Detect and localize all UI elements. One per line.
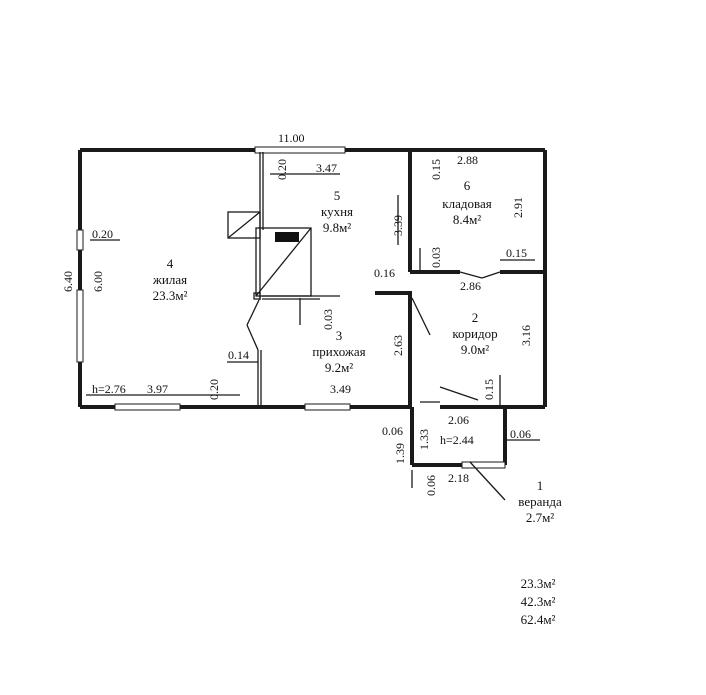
dim-bottom-living: 3.97	[147, 382, 168, 396]
dim-kitchen-width: 3.47	[316, 161, 337, 175]
room-hall-area: 9.2м²	[325, 360, 353, 375]
room-living-area: 23.3м²	[153, 288, 188, 303]
dim-overall-length: 11.00	[278, 131, 305, 145]
total-living-area: 23.3м²	[521, 576, 556, 591]
room-storage-number: 6	[464, 178, 471, 193]
dim-veranda-inner-height: 1.33	[417, 429, 431, 450]
dim-partition-016: 0.16	[374, 266, 395, 280]
room-hall-name: прихожая	[312, 344, 365, 359]
dimension-lines	[86, 173, 540, 488]
dim-bottom-wall: 0.20	[207, 379, 221, 400]
dimension-texts: 11.00 3.47 0.20 3.39 0.15 2.88 2.91 0.03…	[61, 131, 533, 496]
dim-hall-height: 2.63	[391, 335, 405, 356]
room-kitchen-name: кухня	[321, 204, 353, 219]
room-corridor-area: 9.0м²	[461, 342, 489, 357]
total-useful-area: 42.3м²	[521, 594, 556, 609]
stove	[227, 211, 312, 300]
exterior-walls	[78, 148, 547, 467]
room-storage-name: кладовая	[442, 196, 491, 211]
dim-height-veranda: h=2.44	[440, 433, 474, 447]
windows	[76, 146, 506, 469]
dim-veranda-wall-right: 0.06	[510, 427, 531, 441]
dim-corridor-wall: 0.15	[482, 379, 496, 400]
dim-bottom-hall: 3.49	[330, 382, 351, 396]
dim-left-outer: 6.40	[61, 271, 75, 292]
dim-storage-wall-left: 0.03	[429, 247, 443, 268]
room-hall-number: 3	[336, 328, 343, 343]
dim-kitchen-height: 3.39	[391, 215, 405, 236]
dim-veranda-width-top: 2.06	[448, 413, 469, 427]
dim-kitchen-wall-top: 0.20	[275, 159, 289, 180]
dim-veranda-outer-height: 1.39	[393, 443, 407, 464]
dim-corridor-height: 3.16	[519, 325, 533, 346]
room-living-number: 4	[167, 256, 174, 271]
room-kitchen-number: 5	[334, 188, 341, 203]
room-veranda-name: веранда	[518, 494, 562, 509]
room-corridor-name: коридор	[452, 326, 497, 341]
room-storage-area: 8.4м²	[453, 212, 481, 227]
room-veranda-area: 2.7м²	[526, 510, 554, 525]
room-veranda-number: 1	[537, 478, 544, 493]
dim-partition-014: 0.14	[228, 348, 249, 362]
total-overall-area: 62.4м²	[521, 612, 556, 627]
room-labels: 4 жилая 23.3м² 5 кухня 9.8м² 3 прихожая …	[152, 178, 562, 525]
dim-left-inner: 6.00	[91, 271, 105, 292]
dim-storage-height: 2.91	[511, 197, 525, 218]
dim-left-wall: 0.20	[92, 227, 113, 241]
dim-storage-width: 2.88	[457, 153, 478, 167]
room-kitchen-area: 9.8м²	[323, 220, 351, 235]
dim-corridor-width: 2.86	[460, 279, 481, 293]
dim-storage-wall-right: 0.15	[506, 246, 527, 260]
area-totals: 23.3м² 42.3м² 62.4м²	[521, 576, 556, 627]
dim-veranda-wall-left: 0.06	[382, 424, 403, 438]
dim-veranda-wall-bottom: 0.06	[424, 475, 438, 496]
room-living-name: жилая	[152, 272, 187, 287]
dim-height-main: h=2.76	[92, 382, 126, 396]
room-corridor-number: 2	[472, 310, 479, 325]
dim-kitchen-door: 0.03	[321, 309, 335, 330]
dim-veranda-width-bottom: 2.18	[448, 471, 469, 485]
dim-storage-wall-top: 0.15	[429, 159, 443, 180]
